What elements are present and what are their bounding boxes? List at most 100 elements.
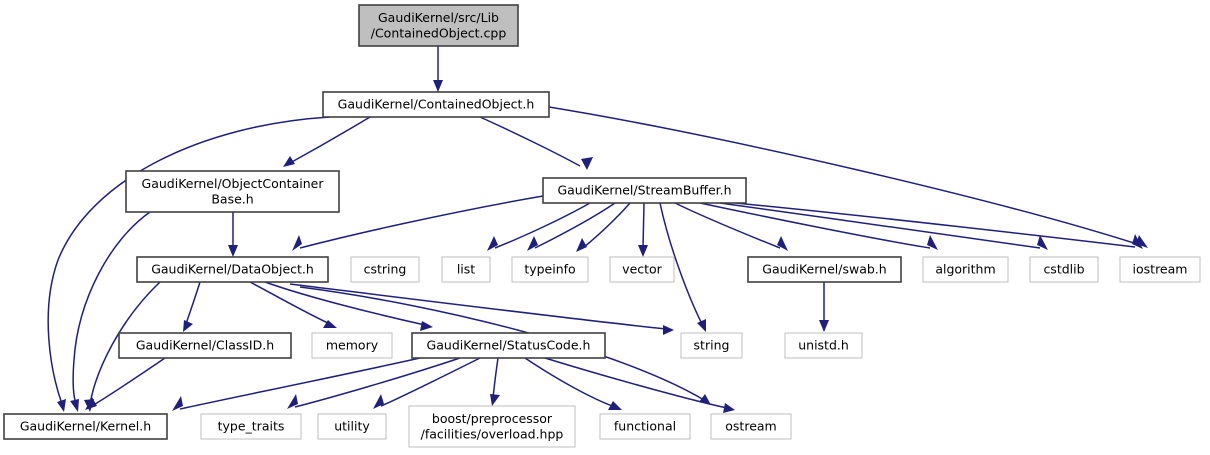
node-box-ostream[interactable] [710,413,792,440]
node-utility[interactable]: utility [317,413,387,440]
arrowhead-icon [819,320,829,332]
edge-dataobject-to-ostream [299,286,705,401]
node-classid[interactable]: GaudiKernel/ClassID.h [118,332,292,359]
edge-classid-to-kernel [91,357,166,407]
edge-statuscode-to-ostream [544,357,728,409]
arrowhead-icon [292,235,302,251]
node-typeinfo[interactable]: typeinfo [511,256,589,283]
node-box-boostoverload[interactable] [408,405,576,448]
node-root[interactable]: GaudiKernel/src/Lib/ContainedObject.cpp [358,4,519,47]
node-swab[interactable]: GaudiKernel/swab.h [747,256,902,283]
edge-streambuf-to-string [659,202,703,325]
edge-contained-to-objcontbase [289,116,371,164]
nodes-layer: GaudiKernel/src/Lib/ContainedObject.cppG… [3,4,1201,448]
arrowhead-icon [57,399,66,412]
node-box-list[interactable] [441,256,491,283]
node-cstdlib[interactable]: cstdlib [1029,256,1099,283]
node-box-statuscode[interactable] [411,332,606,359]
edge-dataobject2-to-kernel [89,281,161,405]
edge-statuscode-to-boostoverload [492,357,499,399]
node-list[interactable]: list [441,256,491,283]
edge-streambuf-to-algorithm [699,202,931,249]
node-box-cstring[interactable] [350,256,420,283]
node-vector[interactable]: vector [609,256,675,283]
node-box-vector[interactable] [609,256,675,283]
node-box-swab[interactable] [747,256,902,283]
node-string[interactable]: string [680,332,743,359]
edge-streambuf-to-dataobject [299,195,544,249]
edge-dataobject-to-string [289,283,667,330]
node-contained[interactable]: GaudiKernel/ContainedObject.h [322,91,550,118]
arrowhead-icon [420,321,433,331]
edge-dataobject-to-classid [185,281,201,325]
edge-statuscode-to-kernel [179,357,421,410]
arrowhead-icon [287,394,298,409]
arrowhead-icon [487,236,498,251]
arrowhead-icon [927,235,938,250]
node-box-kernel[interactable] [3,413,168,440]
node-box-objcontbase[interactable] [125,170,340,213]
arrowhead-icon [527,236,538,251]
arrowhead-icon [373,394,384,409]
node-dataobject[interactable]: GaudiKernel/DataObject.h [136,256,329,283]
arrowhead-icon [283,156,295,167]
arrowhead-icon [777,236,788,251]
node-box-typeinfo[interactable] [511,256,589,283]
arrowhead-icon [581,157,593,170]
edge-contained-to-streambuf [479,116,581,167]
node-unistd[interactable]: unistd.h [784,332,863,359]
edge-streambuf-to-typeinfo [582,202,631,249]
node-ostream[interactable]: ostream [710,413,792,440]
edge-streambuf-to-cstdlib [719,202,1041,249]
arrowhead-icon [723,403,735,413]
arrowhead-icon [663,325,674,335]
node-iostream[interactable]: iostream [1119,256,1201,283]
node-box-utility[interactable] [317,413,387,440]
edge-objcontbase-to-kernel [72,211,151,405]
node-box-cstdlib[interactable] [1029,256,1099,283]
arrowhead-icon [638,245,648,257]
edge-statuscode-to-functional [524,357,616,408]
edge-streambuf-to-cstring [494,202,591,249]
node-functional[interactable]: functional [599,413,691,440]
edge-contained-to-iostream [548,106,1141,246]
node-box-root[interactable] [358,4,519,47]
node-box-string[interactable] [680,332,743,359]
node-box-unistd[interactable] [784,332,863,359]
edge-statuscode-to-typetraits [294,357,461,408]
node-box-streambuf[interactable] [542,177,747,204]
node-box-dataobject[interactable] [136,256,329,283]
node-box-algorithm[interactable] [922,256,1009,283]
arrowhead-icon [172,396,183,411]
arrowhead-icon [490,394,500,406]
node-algorithm[interactable]: algorithm [922,256,1009,283]
node-box-memory[interactable] [311,332,393,359]
edge-contained-to-kernel [47,116,331,405]
arrowhead-icon [84,399,94,412]
arrowhead-icon [70,399,79,412]
edge-statuscode-to-utility [380,357,481,407]
arrowhead-icon [433,80,443,92]
node-box-iostream[interactable] [1119,256,1201,283]
arrowhead-icon [183,320,193,332]
arrowhead-icon [323,320,337,328]
node-cstring[interactable]: cstring [350,256,420,283]
node-streambuf[interactable]: GaudiKernel/StreamBuffer.h [542,177,747,204]
node-box-typetraits[interactable] [200,413,302,440]
node-typetraits[interactable]: type_traits [200,413,302,440]
arrowhead-icon [1132,234,1143,249]
arrowhead-icon [608,401,622,410]
node-kernel[interactable]: GaudiKernel/Kernel.h [3,413,168,440]
node-boostoverload[interactable]: boost/preprocessor/facilities/overload.h… [408,405,576,448]
node-box-classid[interactable] [118,332,292,359]
node-statuscode[interactable]: GaudiKernel/StatusCode.h [411,332,606,359]
arrowhead-icon [1037,235,1048,250]
node-box-contained[interactable] [322,91,550,118]
node-box-functional[interactable] [599,413,691,440]
edge-dataobject-to-statuscode [264,281,426,326]
edges-layer [47,46,1148,413]
node-memory[interactable]: memory [311,332,393,359]
